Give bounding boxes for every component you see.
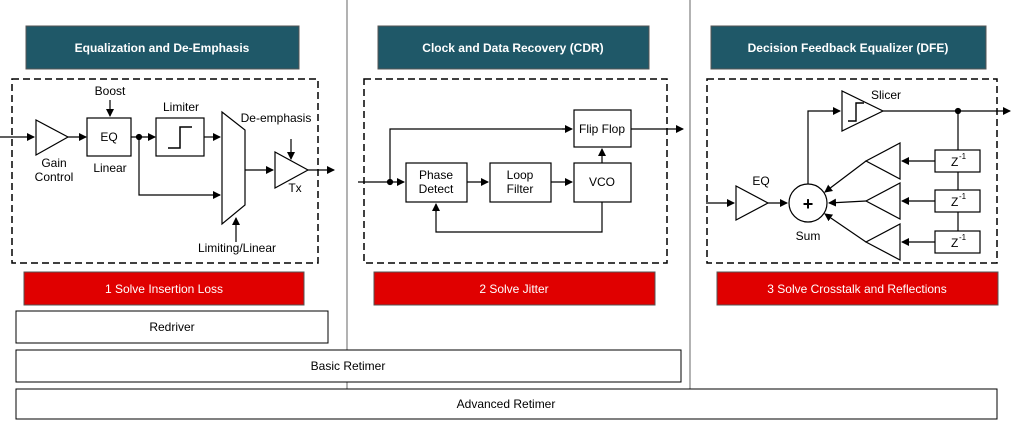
bar-advanced-retimer: Advanced Retimer — [15, 388, 998, 420]
svg-text:Redriver: Redriver — [149, 320, 194, 334]
tap-amp-3 — [864, 223, 901, 261]
control-label: Control — [35, 170, 74, 184]
slicer-label: Slicer — [871, 88, 901, 102]
deemphasis-label: De-emphasis — [241, 111, 312, 125]
sum-label: Sum — [796, 229, 821, 243]
middle-block-frame — [363, 78, 668, 264]
filter-label: Filter — [507, 182, 534, 196]
tap-amp-1 — [864, 142, 901, 180]
z-label-1: Z — [951, 155, 958, 169]
left-block-frame — [11, 78, 319, 264]
loop-label: Loop — [507, 168, 534, 182]
loop-filter-block — [489, 162, 552, 203]
svg-text:Advanced Retimer: Advanced Retimer — [457, 397, 556, 411]
svg-text:2 Solve Jitter: 2 Solve Jitter — [479, 282, 548, 296]
solution-jitter: 2 Solve Jitter — [373, 271, 656, 306]
dfe-eq-label: EQ — [752, 174, 769, 188]
limiter-block — [155, 117, 205, 157]
z-exp-2: -1 — [959, 192, 967, 201]
svg-text:1 Solve Insertion Loss: 1 Solve Insertion Loss — [105, 282, 223, 296]
header-equalization: Equalization and De-Emphasis — [25, 25, 300, 70]
linear-label: Linear — [93, 161, 126, 175]
gain-control-amplifier — [35, 119, 70, 157]
mux-block — [221, 110, 246, 226]
dfe-eq-amplifier — [735, 185, 770, 221]
limiting-linear-label: Limiting/Linear — [198, 241, 276, 255]
svg-text:Decision Feedback Equalizer (D: Decision Feedback Equalizer (DFE) — [748, 41, 949, 55]
bar-basic-retimer: Basic Retimer — [15, 349, 682, 383]
tx-amplifier — [274, 150, 310, 190]
limiter-symbol — [168, 126, 192, 149]
svg-text:Equalization and De-Emphasis: Equalization and De-Emphasis — [75, 41, 250, 55]
vco-label: VCO — [589, 175, 615, 189]
z-exp-1: -1 — [959, 152, 967, 161]
eq-label: EQ — [100, 130, 117, 144]
solution-insertion-loss: 1 Solve Insertion Loss — [23, 271, 305, 306]
svg-text:3 Solve Crosstalk and Reflecti: 3 Solve Crosstalk and Reflections — [767, 282, 946, 296]
middle-block — [358, 109, 684, 233]
phase-label: Phase — [419, 168, 453, 182]
tx-label: Tx — [288, 181, 301, 195]
z-exp-3: -1 — [959, 233, 967, 242]
left-block — [0, 100, 335, 242]
phase-detect-block — [405, 162, 468, 203]
slicer-symbol — [848, 102, 864, 122]
svg-text:Clock and Data Recovery (CDR): Clock and Data Recovery (CDR) — [422, 41, 603, 55]
plus-sign: + — [803, 194, 814, 214]
svg-text:Basic Retimer: Basic Retimer — [311, 359, 386, 373]
right-block-frame — [706, 78, 998, 264]
bar-redriver: Redriver — [15, 310, 329, 344]
flipflop-block — [573, 109, 632, 148]
header-dfe: Decision Feedback Equalizer (DFE) — [710, 25, 987, 70]
limiter-label: Limiter — [163, 100, 199, 114]
detect-label: Detect — [419, 182, 454, 196]
header-cdr: Clock and Data Recovery (CDR) — [377, 25, 650, 70]
boost-label: Boost — [95, 84, 126, 98]
z-label-2: Z — [951, 195, 958, 209]
z-label-3: Z — [951, 236, 958, 250]
flipflop-label: Flip Flop — [579, 122, 625, 136]
gain-label: Gain — [41, 156, 66, 170]
solution-crosstalk: 3 Solve Crosstalk and Reflections — [716, 271, 999, 306]
right-block — [706, 90, 1011, 261]
tap-amp-2 — [864, 182, 901, 220]
